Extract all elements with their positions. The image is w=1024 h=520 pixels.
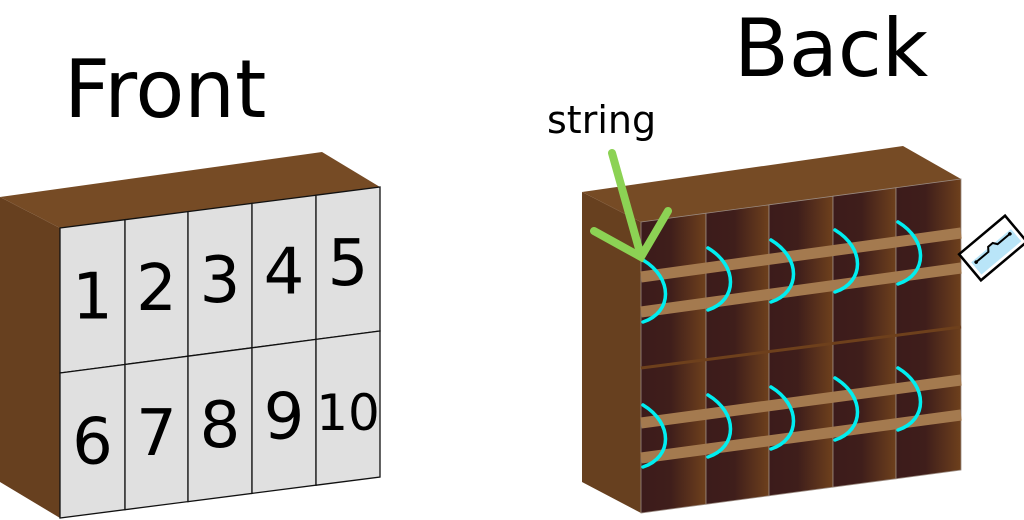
- string-loop: [833, 376, 860, 442]
- shelf-divider: [640, 325, 962, 370]
- front-panel: [315, 330, 381, 486]
- back-cell: [832, 187, 897, 344]
- back-cell: [768, 342, 834, 497]
- front-box-side: [0, 197, 60, 518]
- panel-number: 3: [200, 244, 241, 318]
- strap: [640, 409, 962, 464]
- back-box-top: [582, 146, 961, 222]
- back-cell: [832, 334, 897, 488]
- back-box: [582, 146, 962, 514]
- front-title: Front: [64, 43, 266, 136]
- string-loop: [769, 385, 796, 451]
- string-loop: [769, 238, 796, 304]
- panel-number: 1: [72, 260, 113, 334]
- back-cell: [895, 178, 962, 336]
- string-loop: [641, 258, 668, 324]
- panel-number: 5: [328, 227, 369, 301]
- string-loop: [706, 393, 733, 459]
- arrow-down-icon: [590, 149, 672, 263]
- back-cell: [640, 359, 707, 514]
- panel-number: 10: [316, 384, 380, 442]
- string-label: string: [547, 98, 656, 142]
- back-cell: [768, 195, 834, 353]
- panel-number: 2: [136, 252, 177, 326]
- strings: [641, 220, 923, 469]
- string-loop: [896, 366, 923, 432]
- back-title: Back: [734, 2, 929, 95]
- panel-number: 8: [200, 389, 241, 463]
- panel-number: 7: [136, 397, 177, 471]
- string-loop: [706, 246, 733, 312]
- back-cell: [895, 326, 962, 480]
- panel-number: 9: [264, 380, 305, 454]
- back-box-side: [582, 192, 641, 513]
- string-loop: [641, 403, 668, 469]
- string-loop: [833, 228, 860, 294]
- razor-blade-icon: [957, 213, 1024, 283]
- strap: [640, 262, 962, 318]
- panel-number: 6: [72, 405, 113, 479]
- strap: [640, 374, 962, 429]
- back-cells: [640, 178, 962, 514]
- strap: [640, 227, 962, 283]
- string-loop: [896, 220, 923, 286]
- front-box-top: [0, 152, 380, 228]
- back-cell: [705, 204, 770, 361]
- back-cell: [705, 351, 770, 505]
- panel-number: 4: [264, 235, 305, 309]
- straps: [640, 227, 962, 464]
